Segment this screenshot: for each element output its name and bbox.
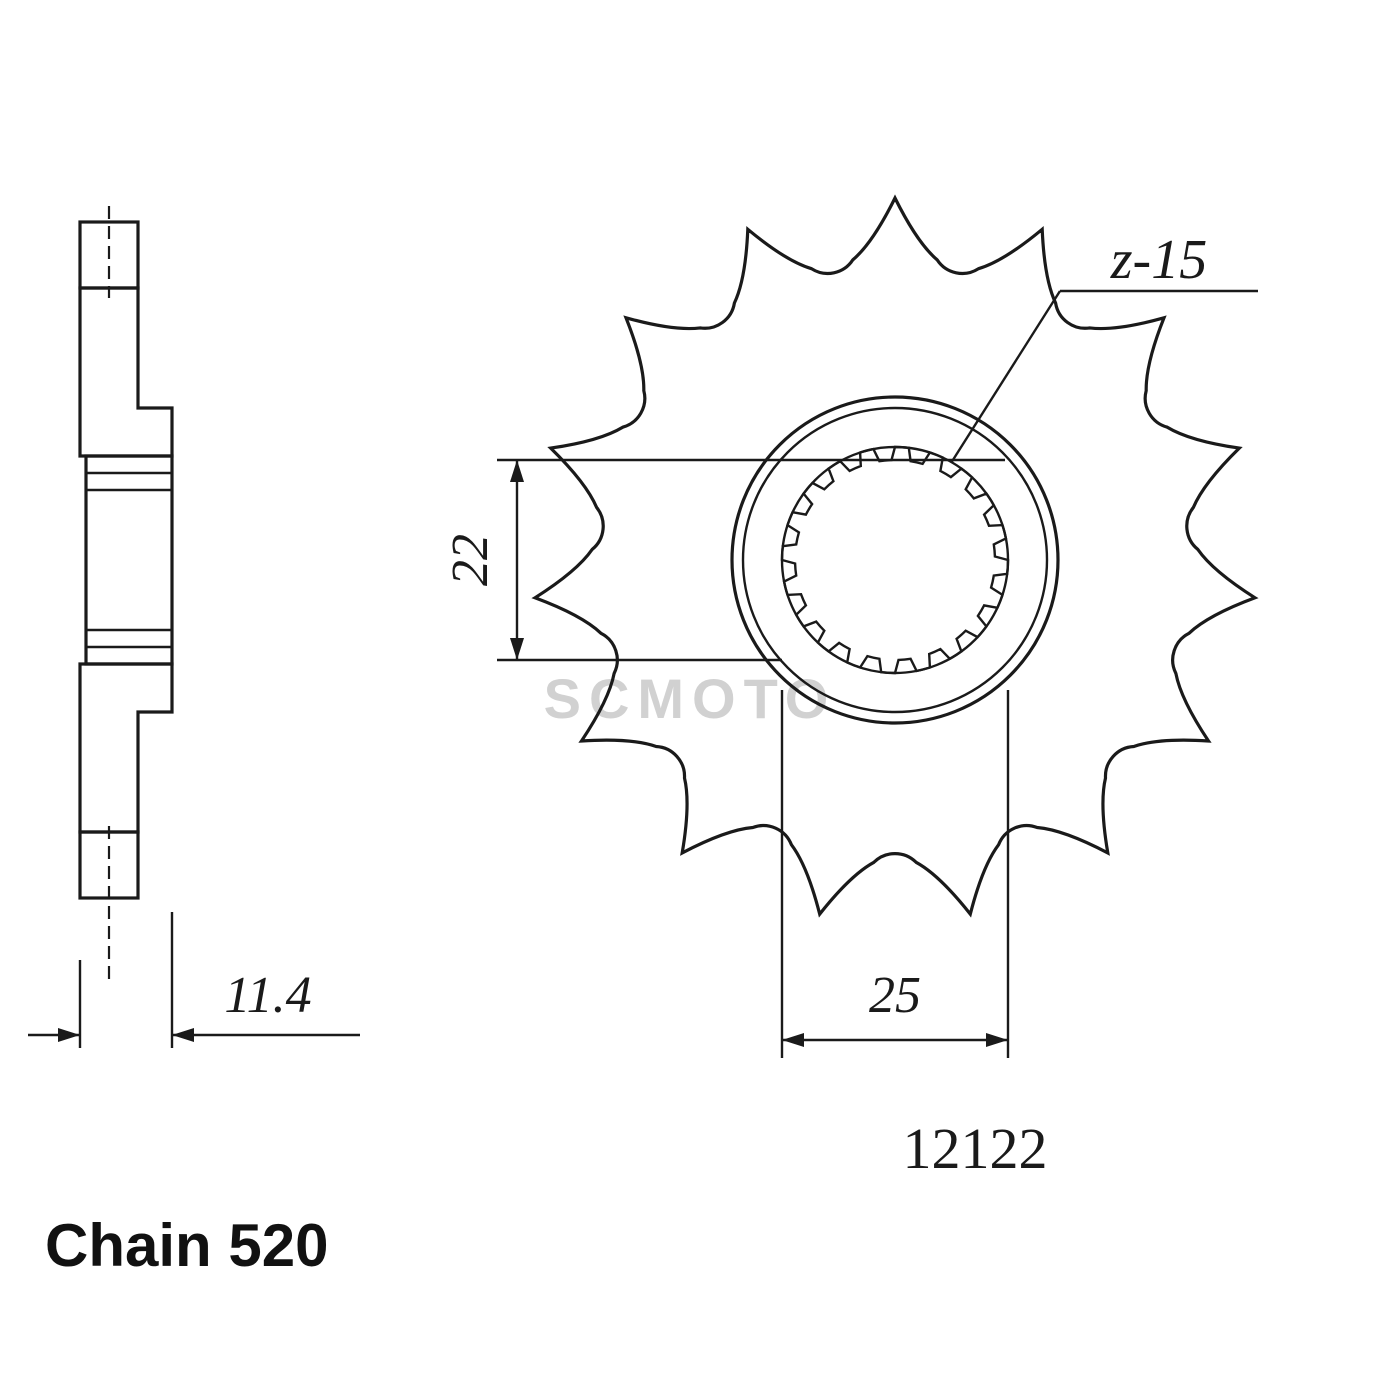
section-lower-plate xyxy=(78,662,174,834)
spline-major-circle xyxy=(780,445,1010,675)
teeth-count-callout: z-15 xyxy=(949,229,1258,464)
gear-teeth-outline xyxy=(531,194,1259,918)
sprocket-side-view xyxy=(78,206,174,982)
hub-circle-outer xyxy=(730,395,1060,725)
dimension-25-label: 25 xyxy=(869,967,921,1024)
arrowhead-left xyxy=(172,1028,194,1042)
dimension-22-label: 22 xyxy=(442,534,499,586)
sprocket-front-view xyxy=(531,194,1259,918)
section-hub xyxy=(84,454,174,666)
chain-size-label: Chain 520 xyxy=(45,1212,328,1279)
teeth-count-label: z-15 xyxy=(1110,229,1207,291)
spline-bore-profile xyxy=(780,445,1010,675)
leader-line xyxy=(949,290,1062,464)
section-upper-plate xyxy=(78,286,174,458)
dimension-25: 25 xyxy=(780,690,1010,1058)
arrowhead-right xyxy=(58,1028,80,1042)
arrowhead-down xyxy=(510,638,524,660)
part-number: 12122 xyxy=(903,1116,1048,1181)
dimension-11-4-label: 11.4 xyxy=(224,967,311,1024)
dimension-22: 22 xyxy=(442,458,1005,662)
arrowhead-left xyxy=(782,1033,804,1047)
arrowhead-up xyxy=(510,460,524,482)
arrowhead-right xyxy=(986,1033,1008,1047)
dimension-11-4: 11.4 xyxy=(28,912,360,1048)
watermark-text: SCMOTO xyxy=(544,667,837,730)
hub-circle-inner xyxy=(741,406,1049,714)
